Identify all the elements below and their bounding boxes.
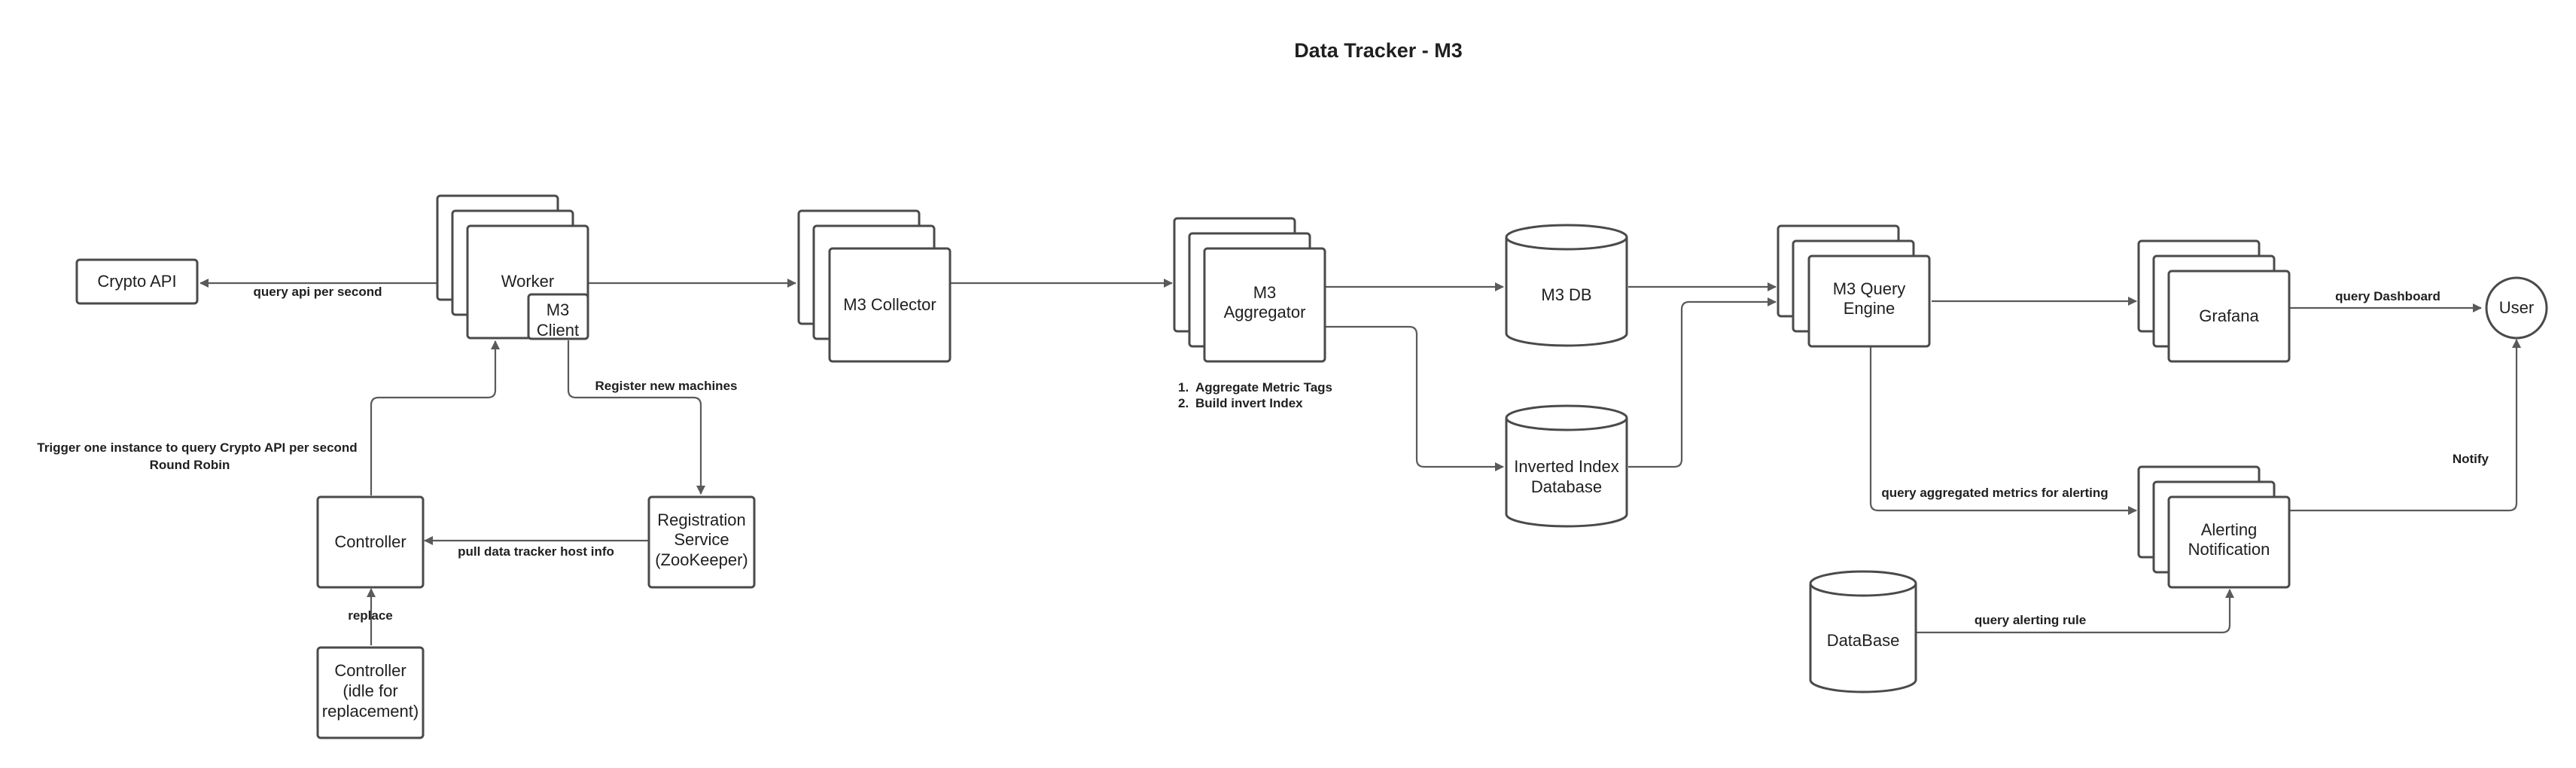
- grafana-node[interactable]: Grafana: [2137, 239, 2291, 363]
- controller-label: Controller: [334, 532, 406, 551]
- edge-inverted-index-to-query-engine: [1628, 297, 1777, 468]
- m3-collector-node[interactable]: M3 Collector: [797, 209, 952, 363]
- edge-label-notify: Notify: [2453, 452, 2489, 466]
- crypto-api-label: Crypto API: [97, 272, 176, 291]
- crypto-api-node[interactable]: Crypto API: [75, 258, 199, 305]
- edge-label-query-alerting-rule: query alerting rule: [1975, 613, 2086, 627]
- edges: [199, 279, 2521, 645]
- registration-label-line1: Registration: [657, 510, 745, 529]
- user-node[interactable]: User: [2485, 276, 2548, 340]
- registration-label-line3: (ZooKeeper): [655, 550, 748, 569]
- edge-worker-to-registration: [567, 340, 705, 495]
- edge-label-pull-host-info: pull data tracker host info: [458, 544, 614, 559]
- m3-client-label-line2: Client: [537, 321, 579, 340]
- m3-aggregator-node[interactable]: M3 Aggregator: [1173, 217, 1326, 363]
- inverted-index-label-line2: Database: [1531, 477, 1602, 496]
- registration-label-line2: Service: [674, 530, 729, 549]
- database-label: DataBase: [1827, 631, 1900, 650]
- m3-collector-label: M3 Collector: [843, 295, 936, 314]
- alerting-label-line2: Notification: [2188, 540, 2270, 559]
- diagram-title: Data Tracker - M3: [1294, 39, 1463, 62]
- edge-label-trigger-line1: Trigger one instance to query Crypto API…: [37, 440, 357, 455]
- edge-label-replace: replace: [348, 608, 393, 623]
- controller-node[interactable]: Controller: [316, 495, 425, 589]
- m3-query-engine-label-line2: Engine: [1844, 299, 1895, 318]
- edge-label-query-aggregated: query aggregated metrics for alerting: [1881, 486, 2108, 500]
- edge-alerting-to-user: [2289, 339, 2521, 512]
- aggregator-note-marker-2: 2.: [1178, 396, 1189, 410]
- aggregator-note-2: Build invert Index: [1195, 396, 1303, 410]
- worker-node[interactable]: Worker M3 Client: [436, 194, 589, 340]
- user-label: User: [2499, 298, 2534, 317]
- m3-client-label-line1: M3: [547, 300, 570, 319]
- inverted-index-database-node[interactable]: Inverted Index Database: [1505, 404, 1628, 528]
- m3-client-node[interactable]: M3 Client: [527, 293, 589, 340]
- edge-query-engine-to-alerting: [1869, 347, 2137, 515]
- m3-aggregator-label-line2: Aggregator: [1224, 303, 1306, 322]
- controller-idle-label-line1: Controller: [334, 661, 406, 680]
- edge-label-query-dashboard: query Dashboard: [2335, 289, 2441, 303]
- m3-db-node[interactable]: M3 DB: [1505, 224, 1628, 347]
- m3-query-engine-node[interactable]: M3 Query Engine: [1777, 224, 1931, 348]
- edge-label-query-api: query api per second: [254, 285, 382, 299]
- controller-idle-label-line3: replacement): [322, 702, 419, 721]
- database-node[interactable]: DataBase: [1809, 570, 1917, 693]
- m3-query-engine-label-line1: M3 Query: [1833, 279, 1906, 298]
- worker-label: Worker: [501, 272, 555, 291]
- grafana-label: Grafana: [2199, 306, 2259, 325]
- edge-label-trigger-line2: Round Robin: [150, 458, 230, 472]
- m3-db-label: M3 DB: [1541, 285, 1591, 304]
- m3-aggregator-label-line1: M3: [1253, 283, 1277, 302]
- alerting-label-line1: Alerting: [2201, 520, 2258, 539]
- edge-controller-to-worker: [370, 340, 500, 495]
- aggregator-note-1: Aggregate Metric Tags: [1195, 380, 1332, 395]
- edge-aggregator-to-inverted-index: [1326, 325, 1504, 471]
- inverted-index-label-line1: Inverted Index: [1514, 457, 1618, 476]
- edge-database-to-alerting: [1916, 589, 2234, 634]
- aggregator-note-marker-1: 1.: [1178, 380, 1189, 395]
- controller-idle-label-line2: (idle for: [343, 681, 397, 700]
- registration-service-node[interactable]: Registration Service (ZooKeeper): [647, 495, 756, 589]
- alerting-notification-node[interactable]: Alerting Notification: [2137, 465, 2291, 589]
- controller-idle-node[interactable]: Controller (idle for replacement): [316, 646, 425, 739]
- edge-label-register-machines: Register new machines: [595, 379, 738, 393]
